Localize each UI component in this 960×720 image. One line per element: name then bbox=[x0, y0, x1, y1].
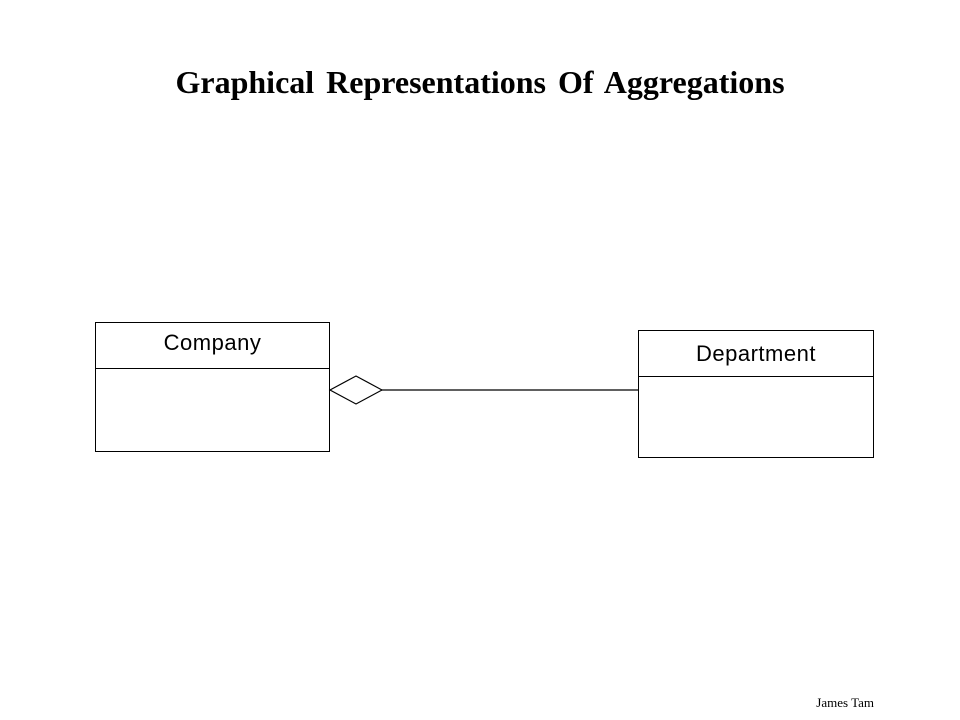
class-name-department: Department bbox=[639, 331, 873, 377]
uml-class-department: Department bbox=[638, 330, 874, 458]
class-attributes-department bbox=[639, 377, 873, 457]
uml-class-company: Company bbox=[95, 322, 330, 452]
author-footer: James Tam bbox=[816, 695, 874, 710]
class-name-company: Company bbox=[96, 323, 329, 369]
aggregation-diamond-icon bbox=[328, 375, 384, 405]
class-attributes-company bbox=[96, 369, 329, 451]
slide-title: Graphical Representations Of Aggregation… bbox=[175, 64, 785, 100]
